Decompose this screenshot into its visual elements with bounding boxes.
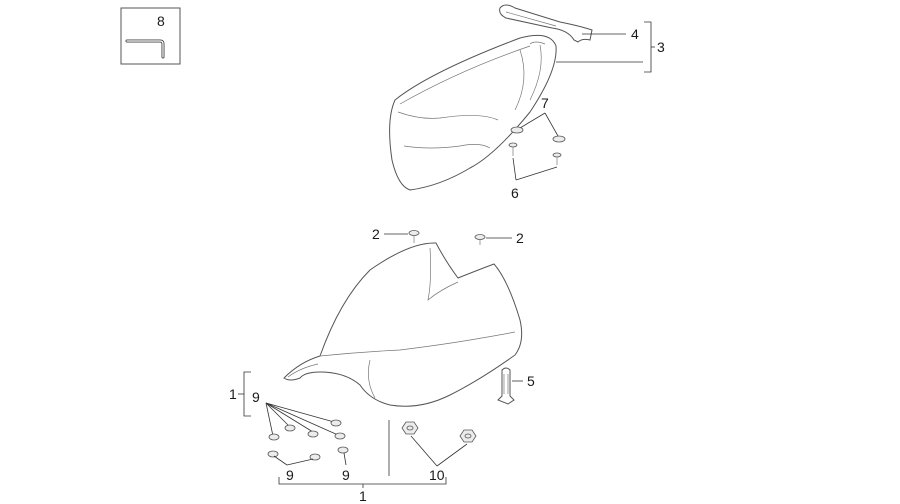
callout-10: 10 (429, 467, 445, 483)
tool-kit-box: 8 (120, 7, 181, 65)
callout-3: 3 (657, 39, 665, 55)
callout-9-bottom-right: 9 (342, 467, 350, 483)
rider-seat (283, 242, 523, 407)
callout-7: 7 (541, 95, 549, 111)
washer-left (510, 126, 524, 134)
screw-right-top (552, 152, 562, 165)
screw-left (408, 230, 420, 243)
callout-5: 5 (527, 373, 535, 389)
callout-6: 6 (511, 185, 519, 201)
screw-right (474, 234, 486, 245)
nut-right (459, 429, 477, 443)
nut-left (401, 421, 419, 435)
screw-left-top (508, 142, 518, 156)
callout-2-left: 2 (372, 226, 380, 242)
callout-9-top: 9 (252, 389, 260, 405)
callout-2-right: 2 (516, 230, 524, 246)
grab-handle (499, 4, 593, 43)
washer-right (552, 135, 566, 143)
passenger-seat-cover (389, 34, 557, 191)
callout-9-bottom-left: 9 (286, 467, 294, 483)
callout-1-side: 1 (229, 386, 237, 402)
callout-1-bottom: 1 (359, 488, 367, 504)
rubber-pads (267, 419, 349, 461)
callout-4: 4 (631, 26, 639, 42)
callout-8: 8 (157, 13, 165, 29)
seat-latch (497, 367, 515, 405)
